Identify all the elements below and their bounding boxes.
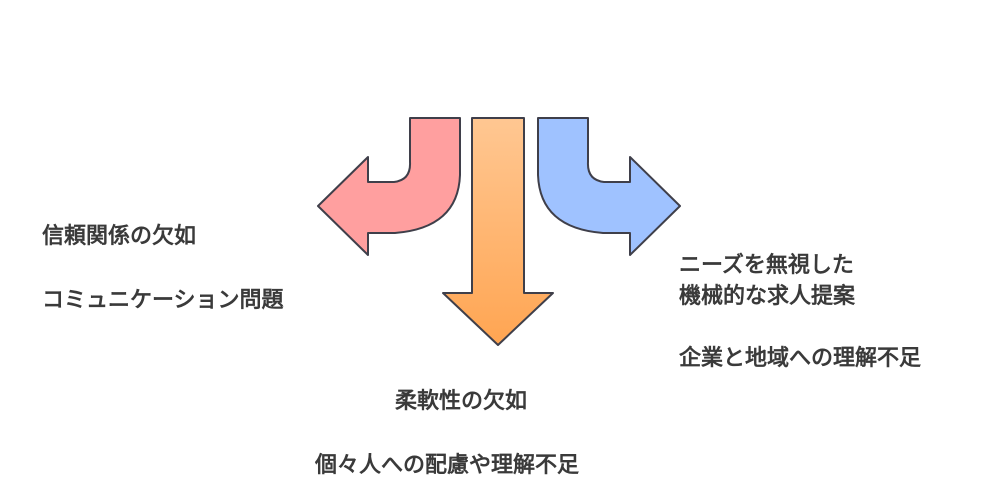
label-flexibility-lack: 柔軟性の欠如 — [395, 389, 528, 414]
label-company-region-understanding-lack: 企業と地域への理解不足 — [679, 346, 922, 371]
label-trust-lack: 信頼関係の欠如 — [42, 224, 197, 249]
label-mechanical-proposal: ニーズを無視した 機械的な求人提案 — [679, 250, 855, 312]
label-communication-problem: コミュニケーション問題 — [42, 288, 284, 313]
right-curved-arrow — [537, 117, 681, 256]
center-down-arrow — [442, 117, 554, 346]
label-mechanical-proposal-line1: ニーズを無視した — [679, 253, 854, 278]
left-curved-arrow — [317, 117, 461, 256]
label-individual-consideration-lack: 個々人への配慮や理解不足 — [315, 453, 580, 478]
label-mechanical-proposal-line2: 機械的な求人提案 — [679, 284, 856, 309]
